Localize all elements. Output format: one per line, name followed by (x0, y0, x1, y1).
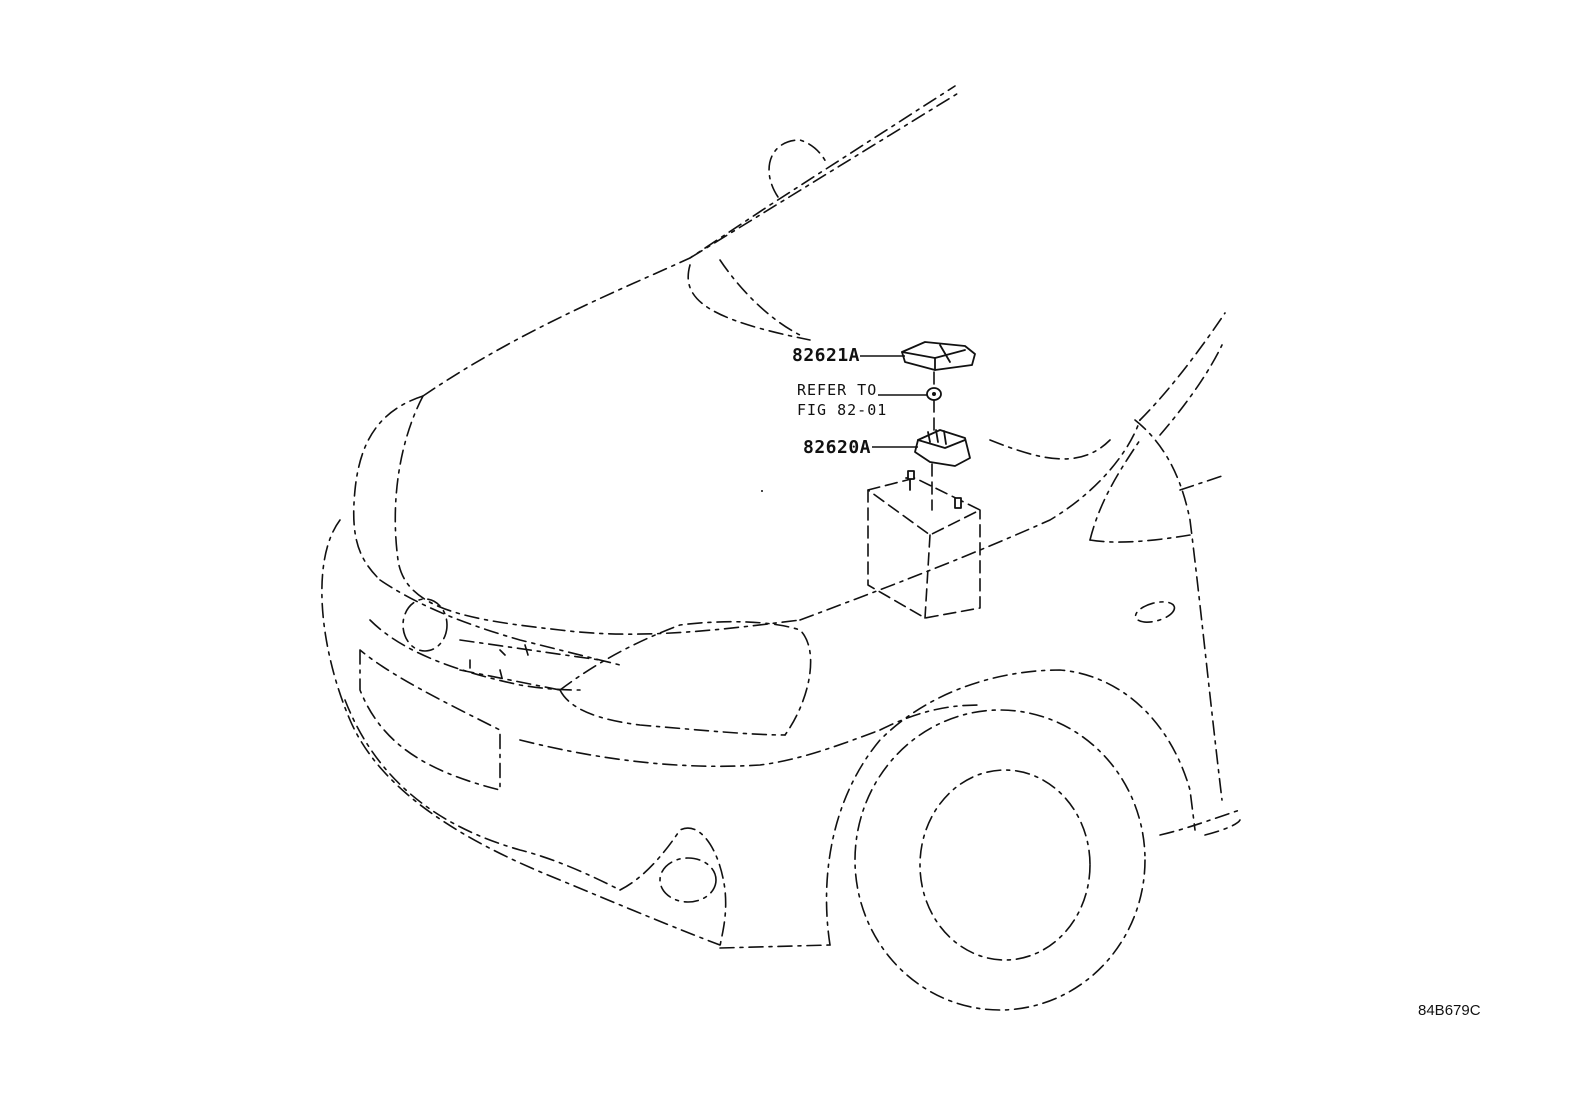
part-82620a-icon (914, 429, 971, 467)
bumper-outline (321, 519, 881, 949)
battery-outline (867, 470, 981, 619)
nut-icon (926, 387, 942, 401)
part-number-82620a: 82620A (803, 437, 872, 458)
refer-to-label: REFER TO (797, 381, 878, 399)
fender-outline (1089, 312, 1241, 836)
refer-fig-label: FIG 82-01 (797, 401, 888, 419)
illustration-code: 84B679C (1418, 1002, 1481, 1019)
part-82621a-icon (901, 341, 976, 371)
assembly-line (931, 371, 935, 511)
part-number-82621a: 82621A (792, 345, 861, 366)
windshield-outline (422, 85, 961, 397)
headlight-outline (559, 620, 812, 736)
hood-outline (352, 395, 1141, 635)
wheel-outline (825, 669, 1196, 1011)
grille-outline (369, 579, 621, 691)
